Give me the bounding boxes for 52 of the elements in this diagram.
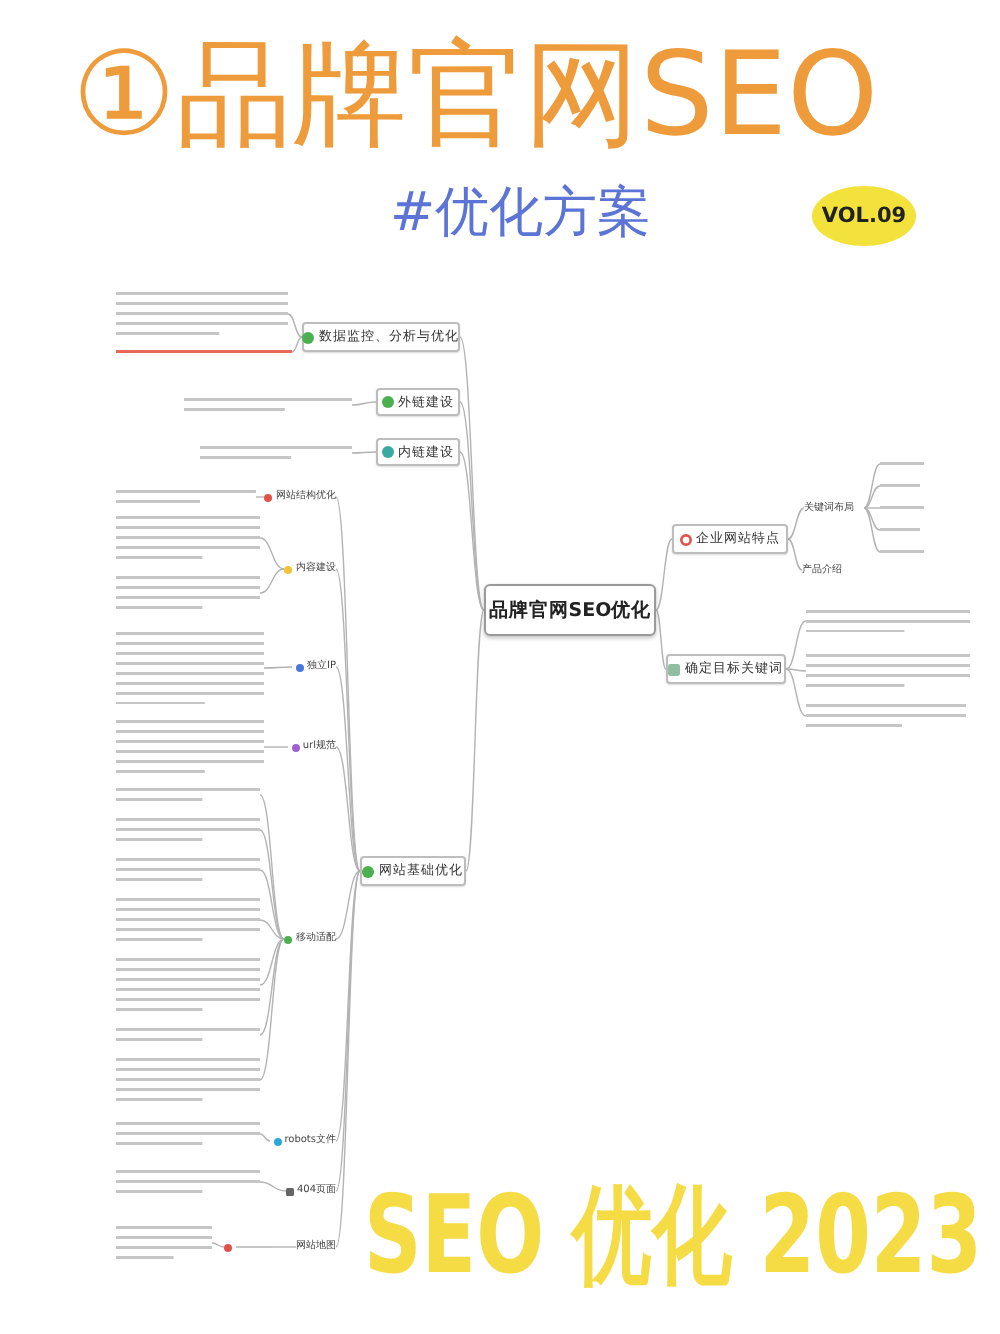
topic-box	[360, 856, 466, 886]
connector	[259, 568, 285, 594]
connector	[351, 451, 377, 454]
issue-badge: VOL.09	[812, 186, 916, 246]
connector	[259, 537, 285, 570]
connector	[459, 336, 485, 611]
topic-box	[302, 322, 460, 352]
topic-box	[376, 438, 460, 466]
connector	[655, 538, 673, 611]
connector	[655, 609, 667, 670]
title: ①品牌官网SEO	[72, 28, 879, 160]
connector	[787, 538, 803, 571]
topic-box	[672, 524, 788, 554]
connector	[255, 496, 265, 498]
connector	[863, 507, 881, 509]
connector	[863, 463, 881, 509]
connector	[259, 869, 285, 940]
connector	[263, 746, 289, 748]
connector	[785, 668, 807, 717]
connector	[863, 507, 881, 553]
central-topic-box: 品牌官网SEO优化	[484, 584, 656, 636]
connector	[785, 668, 807, 672]
connector	[787, 507, 805, 540]
connector	[259, 938, 285, 1081]
connector	[291, 336, 303, 353]
connector	[259, 919, 285, 940]
connector	[335, 496, 361, 872]
connector	[271, 1246, 297, 1248]
connector	[351, 401, 377, 406]
connector	[465, 609, 485, 872]
connector	[335, 666, 361, 872]
connector	[459, 401, 485, 611]
connector	[259, 938, 285, 1036]
connector	[259, 829, 285, 940]
banner-text: SEO 优化 2023	[364, 1172, 982, 1302]
connector	[863, 485, 881, 509]
connector	[259, 1133, 271, 1142]
connector	[259, 1181, 287, 1192]
connector	[785, 620, 807, 670]
connector	[287, 313, 303, 338]
topic-box	[376, 388, 460, 416]
connector	[459, 451, 485, 611]
connector	[335, 746, 361, 872]
connector	[263, 666, 293, 669]
connector	[211, 1242, 225, 1248]
connector	[335, 870, 361, 940]
topic-box	[666, 654, 786, 684]
connector	[259, 794, 285, 940]
connector	[335, 568, 361, 872]
connector	[259, 938, 285, 986]
connector	[863, 507, 881, 531]
subtitle: #优化方案	[390, 182, 652, 247]
